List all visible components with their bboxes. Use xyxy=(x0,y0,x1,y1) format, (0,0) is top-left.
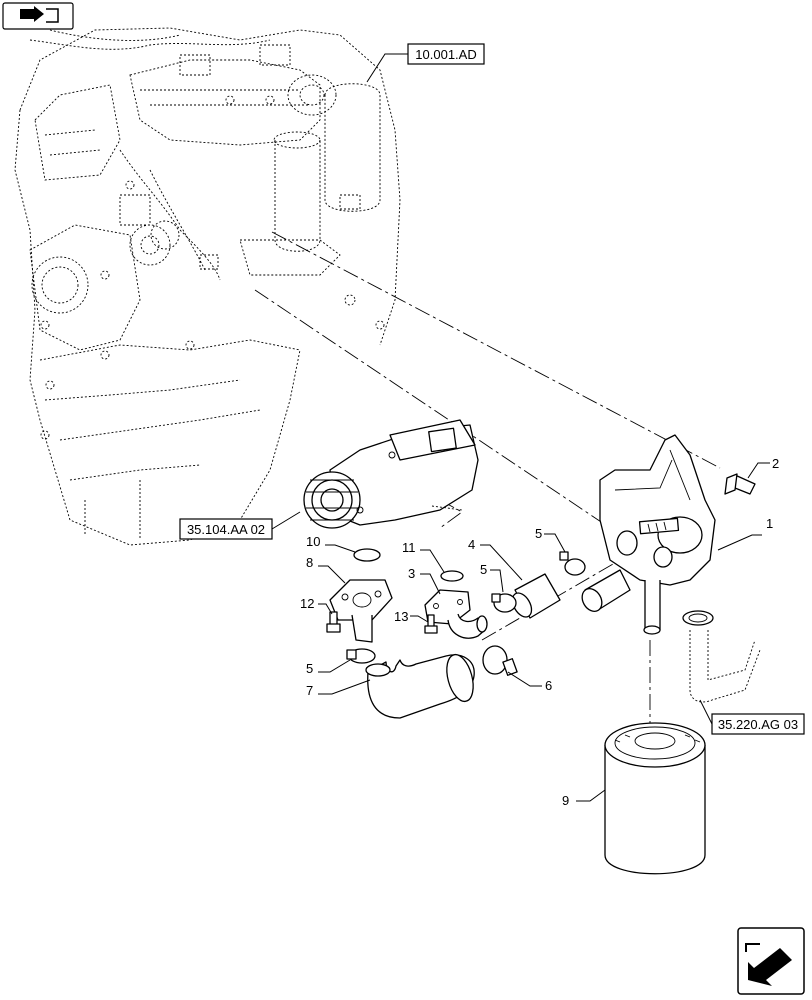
callout-6: 6 xyxy=(545,678,552,693)
hydraulic-pump[interactable] xyxy=(303,419,479,529)
clamp-part-5-c[interactable] xyxy=(346,648,376,664)
engine-outline xyxy=(14,27,401,546)
book-arrow-icon[interactable] xyxy=(2,2,74,30)
o-ring-part-10[interactable] xyxy=(353,548,381,562)
callout-11: 11 xyxy=(402,540,416,555)
ref-lines-label: 35.220.AG 03 xyxy=(718,717,798,732)
sleeve-part-4[interactable] xyxy=(509,573,561,620)
flange-elbow-part-3[interactable] xyxy=(424,589,488,639)
callout-7: 7 xyxy=(306,683,313,698)
callout-10: 10 xyxy=(306,534,320,549)
callout-5-b: 5 xyxy=(480,562,487,577)
callouts: 1 2 3 4 5 5 5 6 7 8 9 10 11 12 13 xyxy=(300,456,779,808)
flange-part-8[interactable] xyxy=(329,579,393,643)
callout-12: 12 xyxy=(300,596,314,611)
callout-1: 1 xyxy=(766,516,773,531)
clamp-part-5-b[interactable] xyxy=(491,593,517,613)
ref-box-engine[interactable]: 10.001.AD xyxy=(366,43,485,83)
callout-4: 4 xyxy=(468,537,475,552)
ref-box-pump[interactable]: 35.104.AA 02 xyxy=(179,511,301,540)
ref-box-lines[interactable]: 35.220.AG 03 xyxy=(699,699,805,735)
o-ring-part-11[interactable] xyxy=(440,570,464,582)
callout-5-a: 5 xyxy=(535,526,542,541)
callout-5-c: 5 xyxy=(306,661,313,676)
callout-2: 2 xyxy=(772,456,779,471)
hose-part-7[interactable] xyxy=(365,652,478,719)
clamp-part-5-a[interactable] xyxy=(559,551,586,576)
clamp-part-6[interactable] xyxy=(482,645,518,676)
next-page-arrow-icon[interactable] xyxy=(737,927,805,995)
callout-8: 8 xyxy=(306,555,313,570)
callout-9: 9 xyxy=(562,793,569,808)
bolt-part-2[interactable] xyxy=(724,473,756,495)
ref-pump-label: 35.104.AA 02 xyxy=(187,522,265,537)
ref-engine-label: 10.001.AD xyxy=(415,47,476,62)
callout-3: 3 xyxy=(408,566,415,581)
filter-head-bracket-part-1[interactable] xyxy=(578,434,716,635)
screw-part-12[interactable] xyxy=(326,611,341,633)
hydraulic-line xyxy=(682,610,761,703)
filter-cartridge-part-9[interactable] xyxy=(604,722,706,875)
callout-13: 13 xyxy=(394,609,408,624)
